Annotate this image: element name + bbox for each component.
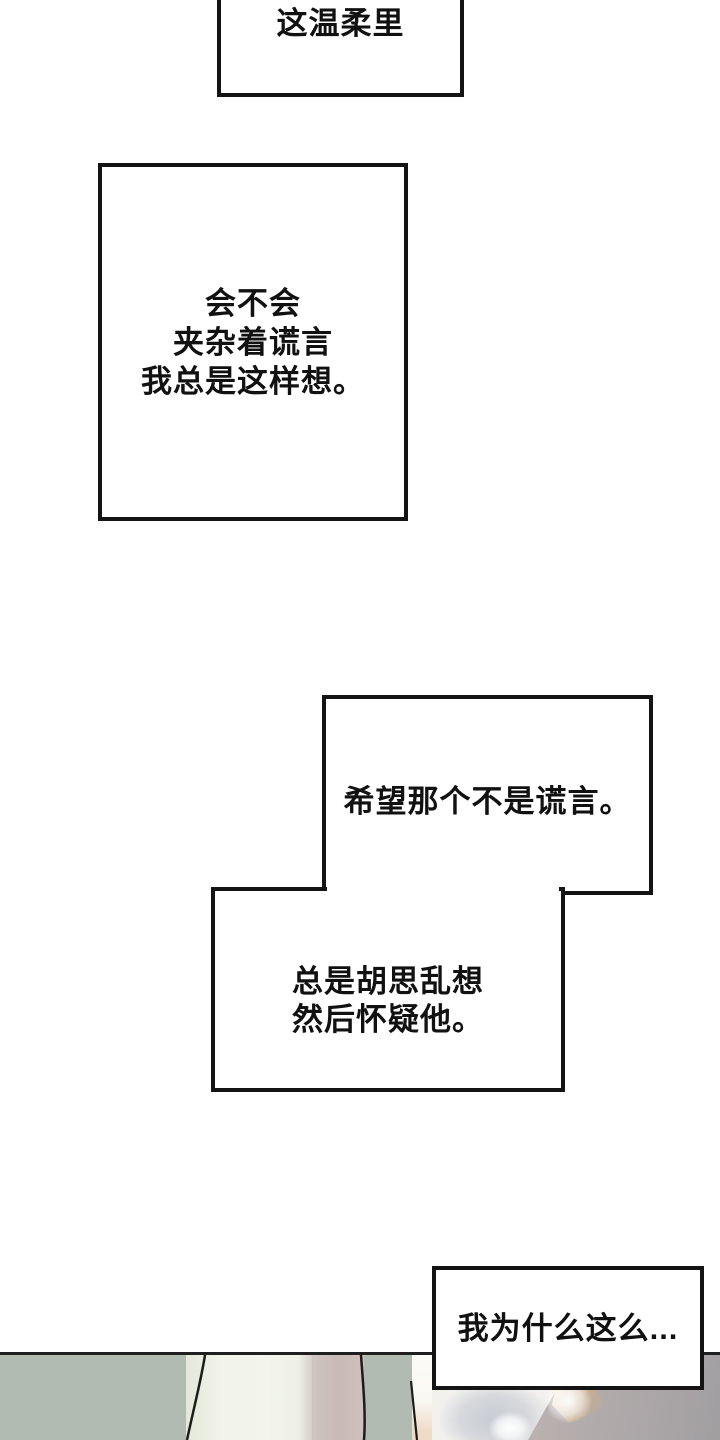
- artwork-outline-strokes: [185, 1355, 419, 1440]
- speech-line: 然后怀疑他。: [292, 1001, 484, 1037]
- light-flare: [488, 1411, 532, 1440]
- speech-box-second: 会不会 夹杂着谎言 我总是这样想。: [98, 163, 408, 521]
- speech-line: 会不会: [205, 285, 301, 321]
- speech-box-third: 希望那个不是谎言。: [322, 695, 653, 895]
- speech-box-bottom: 我为什么这么...: [432, 1266, 704, 1390]
- speech-box-fourth: 总是胡思乱想 然后怀疑他。: [211, 887, 565, 1092]
- speech-box-top: 这温柔里: [217, 0, 464, 97]
- speech-text: 我为什么这么...: [457, 1310, 679, 1346]
- speech-line: 我总是这样想。: [141, 363, 365, 399]
- artwork-cream-shape: [186, 1355, 312, 1440]
- speech-text: 这温柔里: [276, 6, 405, 41]
- box-union-joint: [327, 880, 559, 900]
- speech-line: 总是胡思乱想: [292, 963, 484, 999]
- artwork-mauve-shape: [298, 1355, 364, 1440]
- artwork-white-sliver: [412, 1355, 434, 1440]
- speech-text: 希望那个不是谎言。: [343, 783, 632, 819]
- speech-line: 夹杂着谎言: [173, 324, 333, 360]
